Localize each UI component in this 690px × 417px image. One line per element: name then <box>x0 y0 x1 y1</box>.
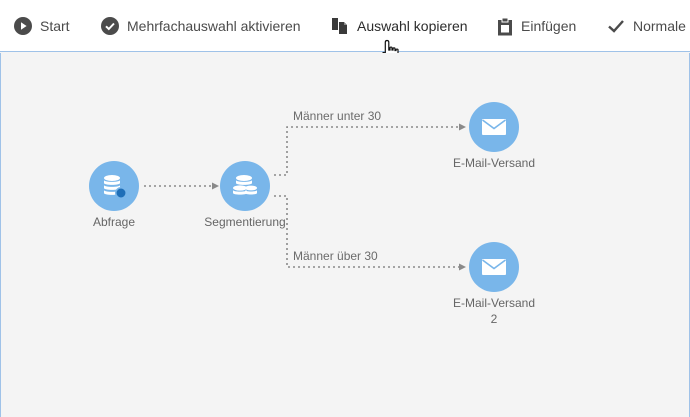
node-email-delivery-label: E-Mail-Versand <box>452 156 536 170</box>
play-icon <box>14 17 32 35</box>
node-query-label: Abfrage <box>92 215 136 229</box>
node-email-delivery-2-label-line1: E-Mail-Versand <box>452 296 536 310</box>
arrow-head <box>459 123 466 131</box>
arrow-head <box>459 263 466 271</box>
edge-segmentation-to-email1 <box>274 126 459 176</box>
multiselect-label: Mehrfachauswahl aktivieren <box>127 18 301 34</box>
edge-label-over-30: Männer über 30 <box>293 249 378 263</box>
node-email-delivery[interactable] <box>469 102 519 152</box>
arrow-head <box>212 182 219 190</box>
copy-icon <box>332 18 347 34</box>
start-label: Start <box>40 18 70 34</box>
copy-selection-button[interactable]: Auswahl kopieren <box>331 0 468 52</box>
workflow-links <box>144 123 466 271</box>
envelope-icon <box>482 119 506 135</box>
multiselect-button[interactable]: Mehrfachauswahl aktivieren <box>101 0 301 52</box>
paste-button[interactable]: Einfügen <box>497 0 576 52</box>
node-email-delivery-2-label: E-Mail-Versand 2 <box>439 295 549 327</box>
copy-selection-label: Auswahl kopieren <box>357 18 468 34</box>
clipboard-icon <box>498 17 512 35</box>
normal-view-label: Normale <box>633 18 686 34</box>
check-circle-icon <box>101 17 119 35</box>
toolbar: Start Mehrfachauswahl aktivieren Auswahl… <box>0 0 690 52</box>
edge-segmentation-to-email2 <box>274 195 459 268</box>
database-stack-icon <box>233 175 257 195</box>
node-email-delivery-2-label-line2: 2 <box>490 312 498 326</box>
envelope-icon <box>482 259 506 275</box>
checkmark-icon <box>608 20 624 33</box>
start-button[interactable]: Start <box>14 0 70 52</box>
node-segmentation[interactable] <box>220 161 270 211</box>
paste-label: Einfügen <box>521 18 577 34</box>
edge-label-under-30: Männer unter 30 <box>293 109 382 123</box>
node-query[interactable] <box>89 161 139 211</box>
workflow-canvas[interactable]: Männer unter 30 Männer über 30 Abfrage S… <box>0 53 690 417</box>
normal-view-button[interactable]: Normale <box>607 0 686 52</box>
node-email-delivery-2[interactable] <box>469 242 519 292</box>
database-icon <box>104 175 127 199</box>
node-segmentation-label: Segmentierung <box>204 215 286 229</box>
